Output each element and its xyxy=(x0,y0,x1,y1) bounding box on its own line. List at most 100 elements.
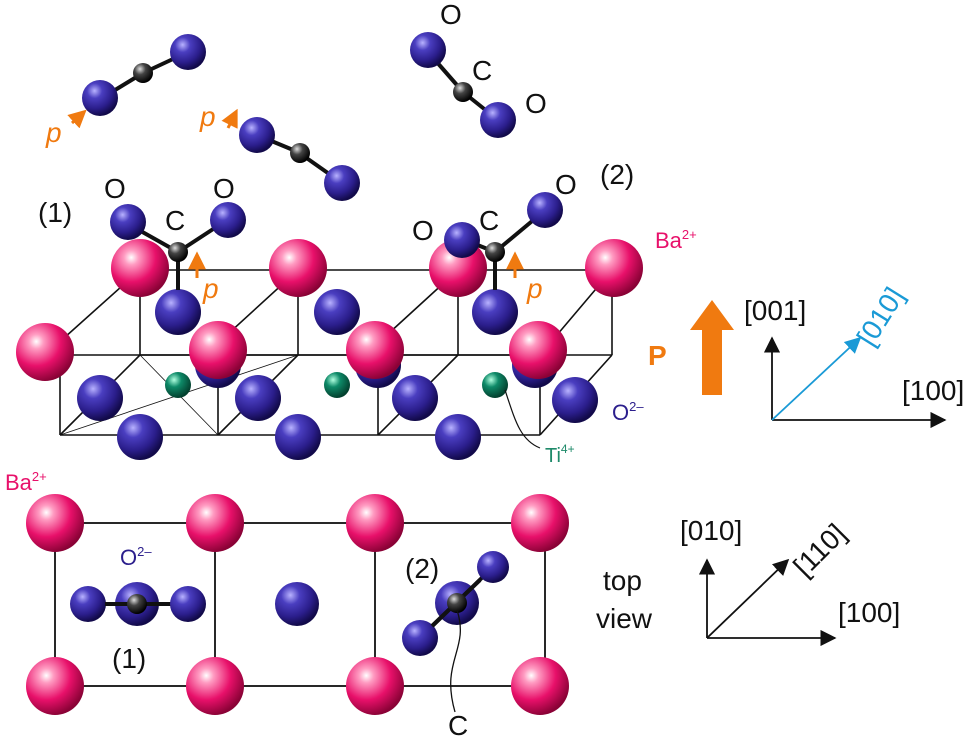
o-atom xyxy=(77,375,123,421)
o-atom xyxy=(275,414,321,460)
ti-ion-label: Ti4+ xyxy=(545,442,575,467)
top-view-label-line2: view xyxy=(596,603,653,634)
top-site-1-label: (1) xyxy=(112,643,146,674)
o-atom xyxy=(314,289,360,335)
barium-atoms-front xyxy=(16,321,567,381)
co2-free-molecule-3 xyxy=(410,32,516,138)
c-atom xyxy=(127,594,147,614)
axis-100-top-label: [100] xyxy=(838,597,900,628)
dipole-arrow xyxy=(67,109,87,129)
polarization-label: P xyxy=(648,340,667,371)
co2-free-molecule-1 xyxy=(67,34,206,129)
o-atom xyxy=(435,414,481,460)
site-1-label: (1) xyxy=(38,197,72,228)
o-atom xyxy=(239,117,275,153)
ba-atom xyxy=(26,494,84,552)
top-site-2-label: (2) xyxy=(405,553,439,584)
ti-leader-line xyxy=(504,389,541,449)
co2-free-molecule-2 xyxy=(221,108,360,201)
ba-atom xyxy=(189,321,247,379)
c-atom xyxy=(290,143,310,163)
o-atom xyxy=(170,586,206,622)
o-atom xyxy=(117,414,163,460)
ba-atom xyxy=(26,657,84,715)
ba-atom xyxy=(269,239,327,297)
ba-atom xyxy=(346,494,404,552)
axis-010-top-label: [010] xyxy=(680,515,742,546)
o-atom xyxy=(324,165,360,201)
o-atom xyxy=(480,102,516,138)
o-atom xyxy=(155,289,201,335)
ba-atom xyxy=(346,657,404,715)
dipole-p-label: p xyxy=(199,101,216,132)
titanium-atoms xyxy=(165,372,508,398)
c-atom xyxy=(485,242,505,262)
c-atom xyxy=(168,242,188,262)
o-atom xyxy=(444,222,480,258)
axis-010-label: [010] xyxy=(851,282,910,351)
dipole-p-label: p xyxy=(202,273,219,304)
axes-side-view xyxy=(763,336,947,429)
o-atom xyxy=(170,34,206,70)
axis-100-label: [100] xyxy=(902,375,964,406)
o-atom xyxy=(552,377,598,423)
label-o: O xyxy=(412,215,434,246)
top-c-label: C xyxy=(448,710,468,741)
c-leader-line xyxy=(450,609,461,713)
barium-atoms-back xyxy=(111,239,643,297)
label-o: O xyxy=(440,0,462,30)
o-atom xyxy=(477,551,509,583)
o-ion-label-top: O2– xyxy=(120,544,152,570)
site-2-label: (2) xyxy=(600,159,634,190)
label-o: O xyxy=(525,88,547,119)
ba-atom xyxy=(346,321,404,379)
o-atom xyxy=(527,192,563,228)
o-atom xyxy=(472,289,518,335)
ba-atom xyxy=(186,657,244,715)
o-atom xyxy=(110,204,146,240)
o-atom xyxy=(82,80,118,116)
top-view-label-line1: top xyxy=(603,565,642,596)
axis-010 xyxy=(771,336,862,421)
dipole-p-label: p xyxy=(526,273,543,304)
axes-top-view xyxy=(698,558,837,647)
o-atom xyxy=(70,586,106,622)
label-c: C xyxy=(165,205,185,236)
o-atom xyxy=(402,620,438,656)
ba-ion-label-top: Ba2+ xyxy=(5,469,47,495)
o-ion-label: O2– xyxy=(612,399,644,425)
c-atom xyxy=(453,82,473,102)
co2-top-view-site-2 xyxy=(402,551,509,713)
ti-atom xyxy=(165,372,191,398)
polarization-arrow xyxy=(690,300,734,395)
co2-adsorbed-site-1 xyxy=(110,202,246,290)
o-atom-center xyxy=(275,582,319,626)
ba-atom xyxy=(16,323,74,381)
label-c: C xyxy=(472,55,492,86)
ba-ion-label: Ba2+ xyxy=(655,227,697,253)
axis-110-top xyxy=(706,558,790,639)
label-o: O xyxy=(555,169,577,200)
o-atom xyxy=(392,375,438,421)
ti-atom xyxy=(324,372,350,398)
dipole-p-label: p xyxy=(45,117,62,148)
co2-top-view-site-1 xyxy=(70,582,206,626)
o-atom xyxy=(235,375,281,421)
axis-110-top-label: [110] xyxy=(787,518,851,582)
dipole-arrow xyxy=(221,108,238,129)
ba-atom xyxy=(511,494,569,552)
label-c: C xyxy=(479,205,499,236)
ba-atom xyxy=(511,657,569,715)
ba-atom xyxy=(509,321,567,379)
ba-atom xyxy=(186,494,244,552)
ti-atom xyxy=(482,372,508,398)
ba-atom xyxy=(585,239,643,297)
ba-atom xyxy=(111,239,169,297)
co2-adsorbed-site-2 xyxy=(444,192,563,290)
barium-atoms-top-view xyxy=(26,494,569,715)
o-atom xyxy=(410,32,446,68)
c-atom xyxy=(133,63,153,83)
axis-001-label: [001] xyxy=(744,295,806,326)
